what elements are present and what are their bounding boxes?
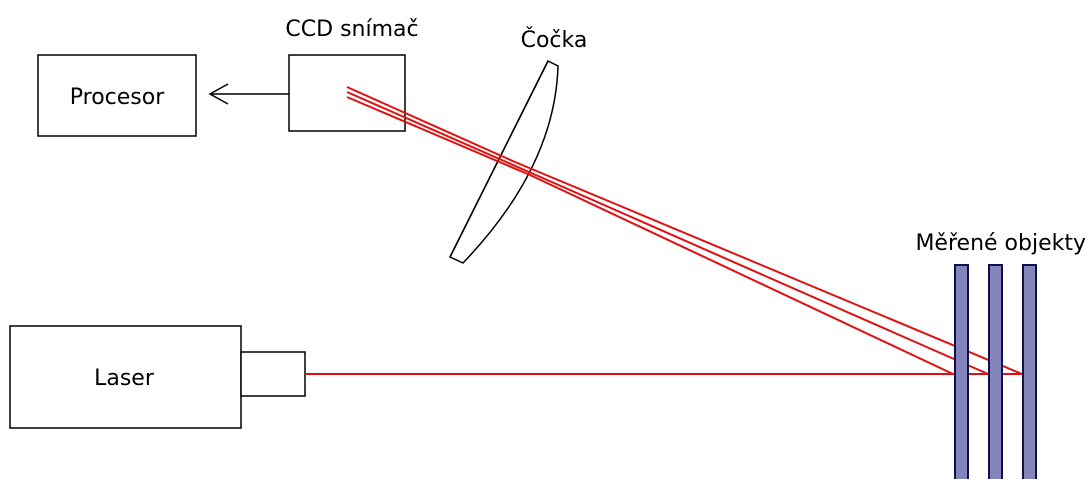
object-plate-1 (954, 264, 969, 479)
processor-block: Procesor (37, 54, 197, 137)
ccd-block: CCD snímač (285, 17, 419, 132)
measured-objects (954, 264, 1037, 479)
processor-label: Procesor (70, 85, 165, 110)
signal-arrow (208, 83, 289, 105)
lens-label: Čočka (521, 27, 588, 53)
ccd-label: CCD snímač (285, 17, 418, 42)
laser-label: Laser (94, 366, 155, 391)
laser-block: Laser (9, 325, 306, 429)
laser-beams (305, 86, 1023, 375)
reflected-beam-3 (346, 86, 1023, 375)
objects-label: Měřené objekty (915, 231, 1086, 256)
processor-box (37, 54, 197, 137)
laser-body (9, 325, 242, 429)
object-plate-2 (988, 264, 1003, 479)
laser-aperture (240, 351, 306, 397)
reflected-beam-2 (346, 91, 989, 375)
reflected-beam-1 (346, 96, 954, 375)
object-plate-3 (1022, 264, 1037, 479)
